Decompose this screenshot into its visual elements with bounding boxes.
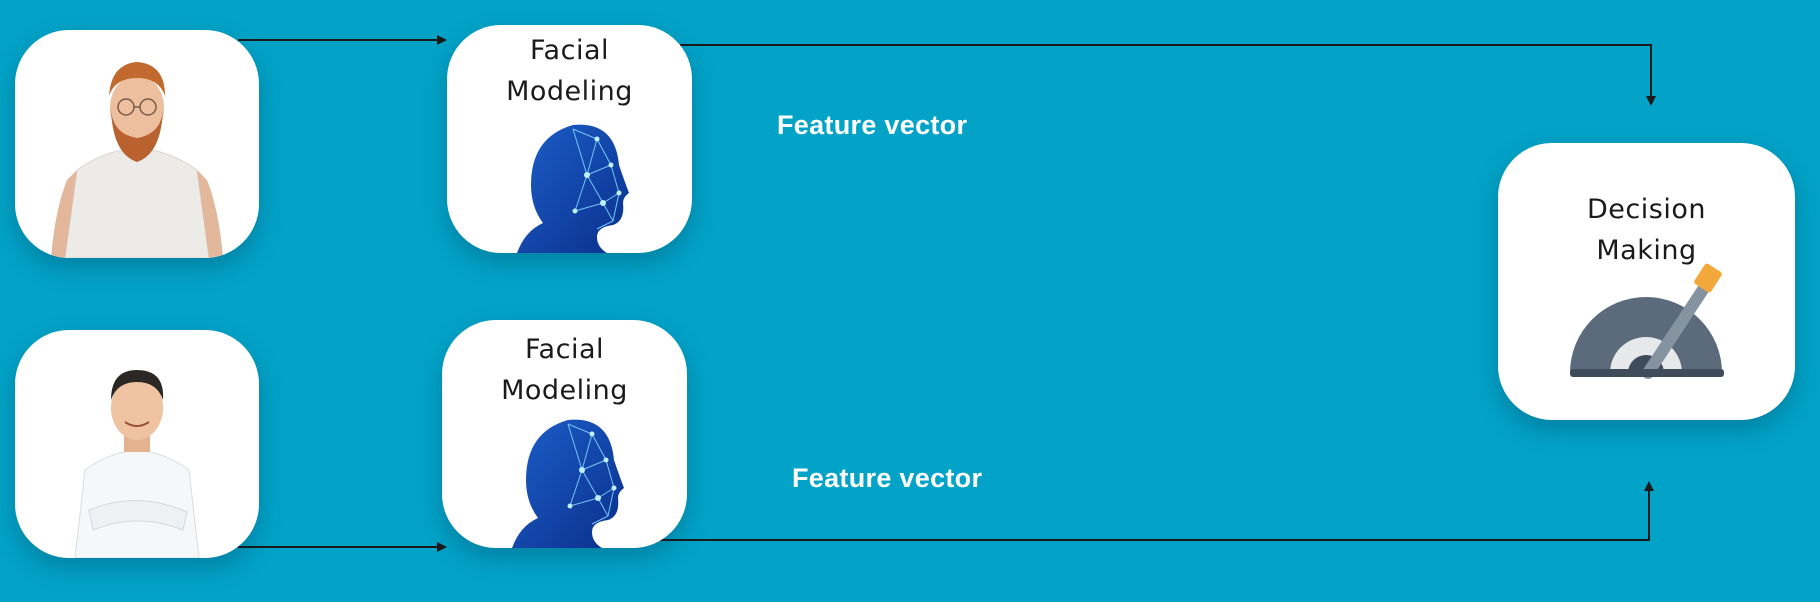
- facial-modeling-card-bottom: Facial Modeling: [442, 320, 687, 548]
- facial-modeling-title-line2: Modeling: [506, 76, 633, 107]
- feature-vector-label-top: Feature vector: [777, 110, 968, 140]
- decision-making-card: Decision Making: [1498, 143, 1795, 420]
- gauge-lever-icon: [1570, 263, 1724, 379]
- arrow-model-top-to-decision: [680, 44, 1656, 106]
- smiling-man-photo: [74, 370, 200, 558]
- bearded-man-photo: [51, 62, 223, 258]
- decision-making-title-line2: Making: [1596, 235, 1697, 266]
- person-a-card: [15, 30, 259, 258]
- decision-making-title-line1: Decision: [1587, 194, 1706, 225]
- facial-modeling-title-line1: Facial: [525, 334, 604, 365]
- person-b-card: [15, 330, 259, 558]
- facial-modeling-card-top: Facial Modeling: [447, 25, 692, 253]
- face-mesh-head-icon: [512, 419, 624, 548]
- facial-modeling-title-line2: Modeling: [501, 375, 628, 406]
- facial-modeling-title-line1: Facial: [530, 35, 609, 66]
- feature-vector-label-bottom: Feature vector: [792, 463, 983, 493]
- face-mesh-head-icon: [517, 124, 629, 253]
